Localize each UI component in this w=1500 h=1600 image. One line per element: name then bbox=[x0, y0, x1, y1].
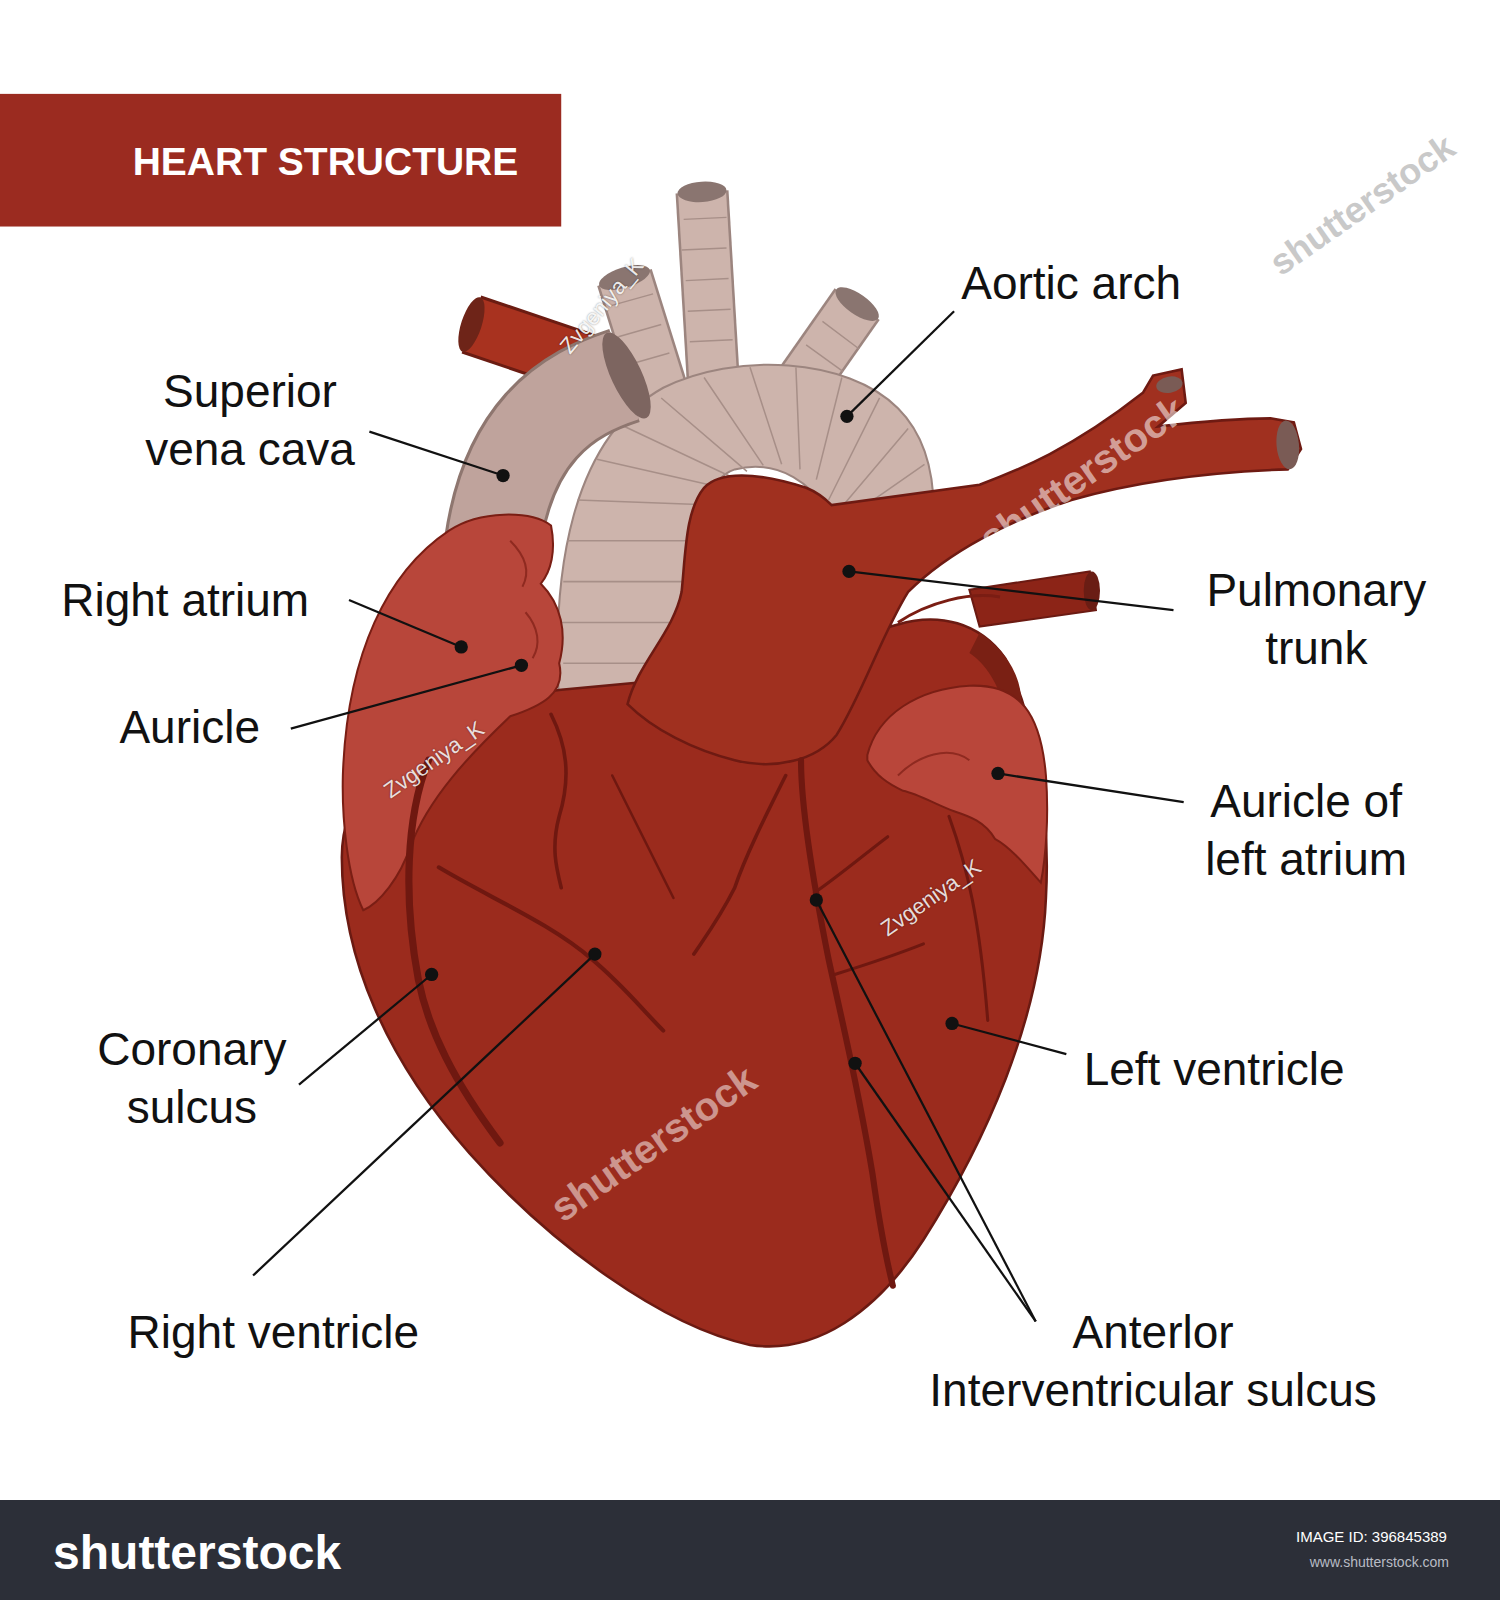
part-label: Anterlor Interventricular sulcus bbox=[928, 1303, 1379, 1419]
label-wrap: Superior vena cava bbox=[144, 362, 357, 478]
leader-dot bbox=[848, 1057, 861, 1070]
leader-line bbox=[849, 571, 1173, 610]
label-wrap: shutterstock bbox=[540, 1054, 765, 1233]
watermark: Zvgeniya_K bbox=[554, 253, 650, 360]
leader-line bbox=[816, 900, 1035, 1321]
part-label: Right atrium bbox=[61, 571, 309, 629]
left-auricle bbox=[867, 686, 1047, 883]
vessel-edge bbox=[898, 596, 1000, 623]
heart bbox=[342, 180, 1301, 1346]
leader-lines bbox=[253, 311, 1184, 1321]
image-id: IMAGE ID: 396845389 bbox=[1296, 1527, 1447, 1546]
part-label: Auricle bbox=[119, 698, 260, 756]
logo: shutterstock bbox=[53, 1523, 341, 1583]
leader-dot bbox=[840, 410, 853, 423]
carotid-artery bbox=[702, 192, 714, 398]
label-wrap: www.shutterstock.com bbox=[1310, 1553, 1449, 1571]
label-wrap: shutterstock bbox=[1261, 124, 1464, 285]
leader-dots bbox=[425, 410, 1005, 1070]
label-wrap: Zvgeniya_K bbox=[554, 253, 650, 360]
coronary-vessels bbox=[409, 714, 988, 1285]
title-wrap: HEART STRUCTURE bbox=[133, 137, 519, 186]
leader-line bbox=[253, 954, 595, 1275]
label-wrap: shutterstock bbox=[969, 385, 1194, 564]
leader-line bbox=[349, 600, 461, 647]
label-wrap: Auricle of left atrium bbox=[1204, 772, 1409, 888]
leader-line bbox=[847, 311, 954, 416]
watermark: shutterstock bbox=[540, 1054, 765, 1233]
label-wrap: Right ventricle bbox=[128, 1303, 419, 1361]
label-wrap: Right atrium bbox=[61, 571, 309, 629]
label-wrap: Auricle bbox=[119, 698, 260, 756]
label-wrap: Left ventricle bbox=[1084, 1040, 1345, 1098]
part-label: Superior vena cava bbox=[144, 362, 357, 478]
label-wrap: shutterstock bbox=[53, 1523, 341, 1583]
leader-dot bbox=[991, 767, 1004, 780]
watermark: Zvgeniya_K bbox=[378, 715, 489, 805]
label-wrap: Coronary sulcus bbox=[95, 1020, 288, 1136]
auricle-fold bbox=[898, 753, 969, 776]
leader-dot bbox=[842, 565, 855, 578]
part-label: Pulmonary trunk bbox=[1205, 561, 1428, 677]
footer-bar bbox=[0, 1500, 1500, 1600]
watermark: shutterstock bbox=[969, 385, 1194, 564]
watermark: Zvgeniya_K bbox=[875, 853, 986, 943]
part-label: Right ventricle bbox=[128, 1303, 419, 1361]
label-wrap: Zvgeniya_K bbox=[378, 715, 489, 805]
leader-line bbox=[855, 1063, 1036, 1321]
leader-line bbox=[299, 974, 432, 1084]
vessel-opening bbox=[593, 327, 660, 425]
label-wrap: Zvgeniya_K bbox=[875, 853, 986, 943]
vessel-opening bbox=[1274, 420, 1301, 471]
part-label: Auricle of left atrium bbox=[1204, 772, 1409, 888]
vessel-opening bbox=[677, 180, 727, 204]
leader-dot bbox=[496, 469, 509, 482]
title: HEART STRUCTURE bbox=[133, 137, 519, 186]
label-wrap: IMAGE ID: 396845389 bbox=[1296, 1527, 1447, 1546]
label-wrap: Anterlor Interventricular sulcus bbox=[928, 1303, 1379, 1419]
leader-dot bbox=[425, 968, 438, 981]
label-wrap: Pulmonary trunk bbox=[1205, 561, 1428, 677]
leader-line bbox=[369, 432, 503, 476]
site-url: www.shutterstock.com bbox=[1310, 1553, 1449, 1571]
auricle-fold bbox=[510, 541, 537, 658]
vessel-opening bbox=[1084, 571, 1100, 610]
label-wrap: Aortic arch bbox=[961, 254, 1181, 312]
leader-dot bbox=[515, 659, 528, 672]
leader-line bbox=[952, 1023, 1066, 1054]
vein-opening bbox=[453, 294, 490, 355]
leader-dot bbox=[810, 893, 823, 906]
part-label: Aortic arch bbox=[961, 254, 1181, 312]
watermark: shutterstock bbox=[1261, 124, 1464, 285]
leader-line bbox=[998, 773, 1184, 802]
right-atrium bbox=[343, 515, 563, 911]
branch-outline bbox=[702, 192, 714, 398]
vessel-opening bbox=[830, 281, 883, 327]
title-banner bbox=[0, 94, 561, 227]
leader-dot bbox=[945, 1017, 958, 1030]
leader-dot bbox=[455, 640, 468, 653]
leader-dot bbox=[588, 947, 601, 960]
part-label: Left ventricle bbox=[1084, 1040, 1345, 1098]
part-label: Coronary sulcus bbox=[95, 1020, 288, 1136]
leader-line bbox=[291, 665, 522, 728]
